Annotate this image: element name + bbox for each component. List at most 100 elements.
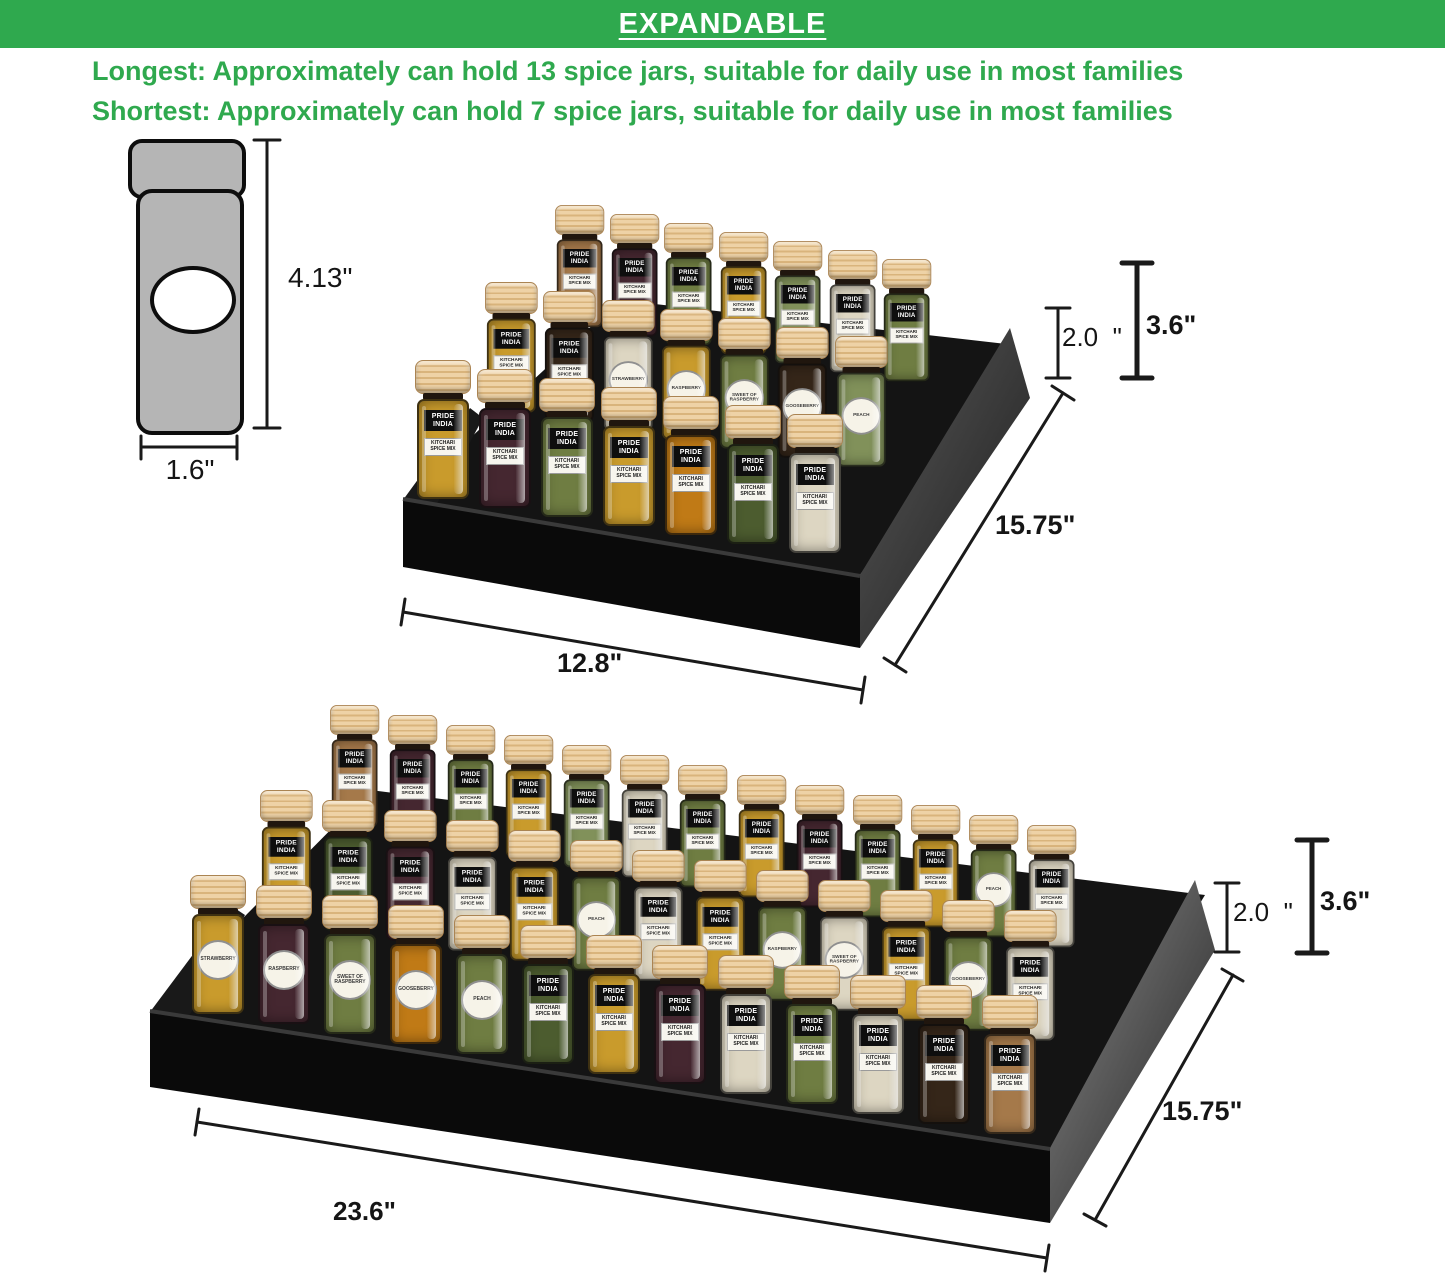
jar-product-label: KITCHARI SPICE MIX (672, 474, 710, 492)
glass-highlight-left (491, 325, 496, 407)
glass-highlight-left (576, 883, 581, 965)
jar-brand-label: PRIDE INDIA (562, 249, 597, 268)
glass-highlight (538, 773, 547, 853)
glass-highlight-left (484, 415, 488, 501)
jar-neck (547, 411, 587, 418)
jar-brand-label: PRIDE INDIA (802, 829, 836, 848)
glass-highlight-left (514, 873, 519, 955)
jar-cap (415, 360, 471, 394)
jar-product-label: KITCHARI SPICE MIX (925, 1063, 963, 1081)
glass-highlight (826, 458, 835, 548)
glass-highlight (579, 332, 589, 417)
glass-highlight-left (794, 460, 798, 546)
glass-highlight (640, 431, 649, 521)
glass-highlight (792, 911, 802, 996)
jar-cap (570, 840, 623, 872)
jar-neck (1011, 941, 1050, 948)
glass-highlight-left (800, 825, 805, 902)
jar-cap (454, 915, 510, 949)
glass-highlight-left (197, 921, 201, 1007)
jar-cap (794, 785, 844, 815)
jar-neck (990, 1028, 1030, 1035)
jar-neck (391, 841, 430, 848)
jar-neck (889, 288, 925, 295)
glass-highlight-left (549, 334, 554, 416)
jar-neck (671, 429, 711, 436)
jar-neck (667, 340, 705, 347)
jar-cap (718, 318, 771, 350)
glass-highlight (702, 440, 711, 530)
glass-highlight-left (328, 843, 333, 925)
glass-highlight-left (888, 299, 893, 376)
glass-highlight (757, 999, 766, 1089)
jar-neck (725, 261, 761, 268)
jar-brand-label: PRIDE INDIA (330, 847, 367, 868)
jar-brand-label: PRIDE INDIA (796, 464, 834, 486)
jar-cap (1026, 825, 1077, 855)
jar-cap (942, 900, 996, 932)
jar-brand-label: PRIDE INDIA (726, 276, 761, 295)
jar-cap (609, 214, 659, 244)
glass-highlight (480, 763, 489, 843)
glass-highlight-left (510, 775, 514, 852)
jar-brand-label: PRIDE INDIA (628, 799, 662, 818)
jar-brand-label: PRIDE INDIA (486, 419, 524, 441)
glass-highlight (1003, 853, 1012, 933)
jar-product-label: KITCHARI SPICE MIX (454, 793, 488, 810)
glass-highlight (295, 929, 304, 1019)
jar-product-label: KITCHARI SPICE MIX (796, 492, 834, 510)
jar-brand-label: PRIDE INDIA (454, 867, 491, 888)
jar-cap (388, 715, 438, 745)
glass-highlight-left (608, 343, 612, 425)
jar-brand-label: PRIDE INDIA (661, 995, 699, 1017)
jar-cap (787, 414, 843, 448)
glass-highlight-left (732, 451, 736, 537)
jar-neck (859, 824, 895, 831)
glass-highlight (770, 813, 779, 893)
glass-highlight-left (700, 903, 705, 985)
glass-highlight (625, 979, 634, 1069)
glass-highlight (654, 793, 663, 873)
jar-product-label: KITCHARI SPICE MIX (726, 300, 761, 317)
jar-cap (694, 860, 747, 892)
jar-cap (756, 870, 809, 902)
spice-jar: PEACH (968, 815, 1019, 938)
jar-brand-label: PRIDE INDIA (860, 839, 895, 858)
jar-cap (968, 815, 1019, 845)
jar-cap (982, 995, 1038, 1029)
jar-neck (485, 402, 525, 409)
jar-product-label: KITCHARI SPICE MIX (672, 291, 706, 308)
glass-highlight (813, 368, 822, 453)
jar-neck (825, 911, 864, 918)
glass-highlight (521, 323, 531, 408)
jar-neck (569, 774, 605, 781)
jar-product-label: KITCHARI SPICE MIX (991, 1073, 1029, 1091)
glass-highlight (427, 949, 436, 1039)
glass-highlight-left (461, 961, 465, 1047)
jar-cap (773, 241, 823, 271)
jar-product-label: KITCHARI SPICE MIX (860, 863, 895, 880)
jar-body: PEACH (456, 954, 508, 1054)
glass-highlight (364, 743, 373, 823)
glass-highlight-left (1033, 865, 1037, 942)
jar-neck (685, 794, 721, 801)
jar-neck (726, 988, 766, 995)
glass-highlight (698, 261, 707, 341)
glass-highlight (668, 891, 678, 976)
spice-jar: PRIDE INDIA KITCHARI SPICE MIX (787, 414, 843, 554)
glass-highlight-left (452, 863, 457, 945)
jar-neck (858, 1008, 898, 1015)
glass-highlight-left (263, 931, 267, 1017)
glass-highlight (764, 449, 773, 539)
banner-title: EXPANDABLE (618, 7, 827, 40)
jar-neck (453, 851, 492, 858)
glass-highlight (754, 359, 764, 444)
jar-cap (508, 830, 561, 862)
dim-label-large-inner-height: 2.0 " (1233, 897, 1293, 927)
jar-cap (446, 725, 496, 755)
spice-jar: GOOSEBERRY (388, 905, 444, 1045)
